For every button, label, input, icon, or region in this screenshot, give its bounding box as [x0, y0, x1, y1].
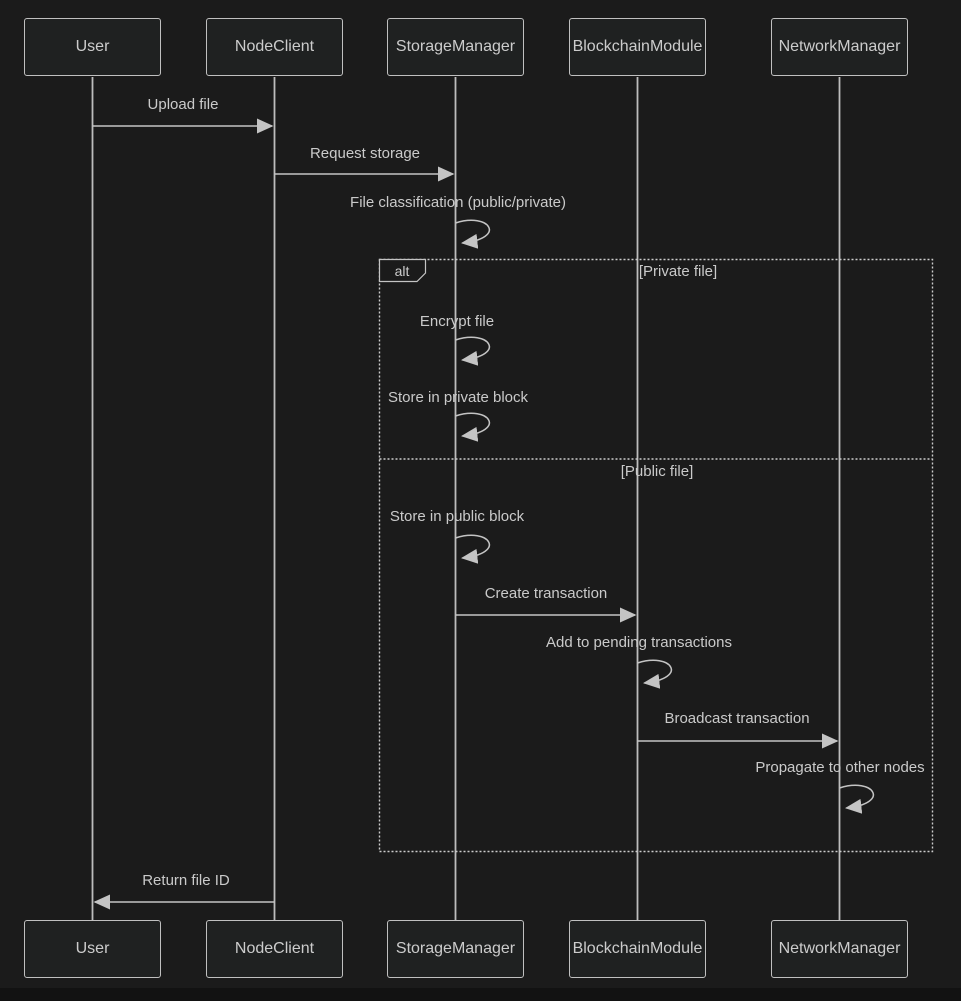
participant-box-user-top: User: [24, 18, 161, 76]
self-loop-store-private-block: [455, 412, 490, 442]
alt-frame-label: alt: [394, 263, 410, 279]
message-label-propagate-nodes: Propagate to other nodes: [755, 759, 925, 776]
message-label-store-private-block: Store in private block: [387, 389, 529, 406]
message-label-create-transaction: Create transaction: [484, 585, 608, 602]
self-loop-store-public-block: [455, 534, 490, 564]
participant-box-user-bottom: User: [24, 920, 161, 978]
message-label-upload-file: Upload file: [147, 96, 219, 113]
self-loop-file-classification: [455, 219, 490, 249]
message-label-store-public-block: Store in public block: [389, 508, 525, 525]
message-label-request-storage: Request storage: [309, 145, 421, 162]
participant-box-blockchainmodule-top: BlockchainModule: [569, 18, 706, 76]
participant-box-blockchainmodule-bottom: BlockchainModule: [569, 920, 706, 978]
self-loop-propagate-other-nodes: [839, 784, 874, 814]
self-loop-add-pending-transactions: [637, 659, 672, 689]
participant-box-nodeclient-bottom: NodeClient: [206, 920, 343, 978]
participant-box-storagemanager-top: StorageManager: [387, 18, 524, 76]
participant-box-nodeclient-top: NodeClient: [206, 18, 343, 76]
alt-guard-public-file: [Public file]: [620, 463, 694, 480]
message-label-file-classification: File classification (public/private): [350, 194, 566, 211]
self-loop-encrypt-file: [455, 336, 490, 366]
message-label-return-file-id: Return file ID: [142, 872, 230, 889]
participant-box-storagemanager-bottom: StorageManager: [387, 920, 524, 978]
participant-box-networkmanager-top: NetworkManager: [771, 18, 908, 76]
message-label-encrypt-file: Encrypt file: [419, 313, 495, 330]
participant-box-networkmanager-bottom: NetworkManager: [771, 920, 908, 978]
alt-guard-private-file: [Private file]: [638, 263, 718, 280]
message-label-broadcast-transaction: Broadcast transaction: [664, 710, 810, 727]
message-label-add-pending: Add to pending transactions: [546, 634, 732, 651]
